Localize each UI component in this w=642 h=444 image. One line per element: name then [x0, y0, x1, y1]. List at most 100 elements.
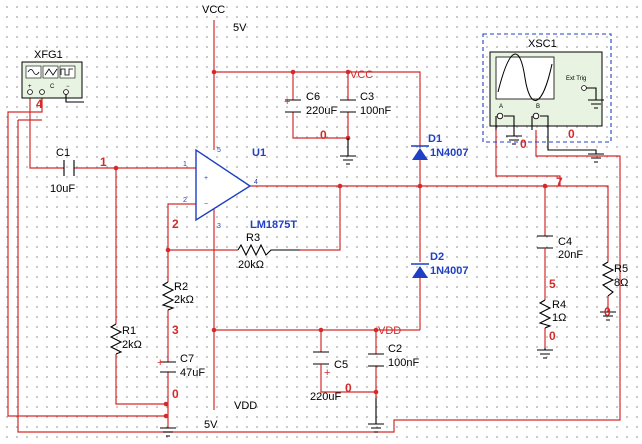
op-amp-u1[interactable]: + − 1 2 3 4 5 U1 LM1875T [183, 147, 297, 231]
svg-text:100nF: 100nF [360, 105, 391, 117]
svg-text:1N4007: 1N4007 [430, 147, 469, 159]
vdd-net-label: VDD [378, 325, 401, 337]
svg-text:Ext Trig: Ext Trig [566, 76, 586, 82]
channel-a-terminal [496, 112, 504, 120]
svg-text:+: + [324, 367, 330, 379]
svg-text:2kΩ: 2kΩ [174, 294, 194, 306]
ground-icon [340, 138, 356, 165]
capacitor-c5[interactable]: + C5 220uF [310, 351, 348, 403]
u1-ref: U1 [252, 147, 266, 159]
vcc-voltage: 5V [233, 22, 247, 34]
svg-text:4: 4 [254, 179, 258, 186]
svg-text:−: − [66, 84, 70, 90]
svg-text:C6: C6 [306, 91, 320, 103]
svg-text:1N4007: 1N4007 [430, 265, 469, 277]
svg-text:7: 7 [556, 175, 563, 189]
svg-text:220uF: 220uF [310, 391, 341, 403]
square-wave-icon [60, 68, 73, 76]
svg-text:1: 1 [183, 161, 187, 168]
svg-text:220uF: 220uF [306, 105, 337, 117]
waveform-icon [497, 53, 553, 101]
svg-text:+: + [204, 175, 208, 182]
svg-text:5: 5 [217, 147, 221, 154]
svg-text:1Ω: 1Ω [552, 312, 566, 324]
u1-part: LM1875T [250, 219, 297, 231]
vdd-voltage: 5V [204, 419, 218, 431]
resistor-r5[interactable]: R5 8Ω [601, 261, 628, 297]
resistor-r1[interactable]: R1 2kΩ [109, 323, 142, 355]
svg-text:0: 0 [568, 127, 575, 141]
resistor-r4[interactable]: R4 1Ω [538, 299, 566, 329]
capacitor-c4[interactable]: C4 20nF [537, 235, 583, 261]
ground-icon [368, 398, 384, 433]
capacitor-c2[interactable]: C2 100nF [368, 343, 419, 369]
svg-text:100nF: 100nF [388, 357, 419, 369]
ground-icon [537, 348, 553, 359]
svg-text:+: + [28, 84, 32, 90]
vcc-rail-label: VCC [202, 4, 225, 16]
svg-text:0: 0 [520, 137, 527, 151]
svg-text:+: + [157, 357, 163, 369]
svg-text:8Ω: 8Ω [614, 277, 628, 289]
vdd-rail-label: VDD [234, 400, 257, 412]
svg-text:R5: R5 [614, 263, 628, 275]
svg-text:C4: C4 [558, 236, 572, 248]
function-generator-xfg1[interactable]: XFG1 + C − [21, 49, 84, 103]
svg-text:20nF: 20nF [558, 249, 583, 261]
diode-d1[interactable]: D1 1N4007 [411, 133, 469, 160]
node-numbers: 4 1 2 3 0 0 0 7 5 0 0 0 0 [36, 97, 611, 401]
xsc1-label: XSC1 [528, 38, 557, 50]
svg-text:0: 0 [345, 381, 352, 395]
svg-text:4: 4 [36, 97, 43, 111]
svg-text:0: 0 [604, 305, 611, 319]
triangle-wave-icon [44, 68, 58, 76]
diode-d2[interactable]: D2 1N4007 [411, 251, 469, 278]
svg-text:R2: R2 [174, 281, 188, 293]
ground-icon [600, 311, 616, 321]
vcc-net-label: VCC [350, 69, 373, 81]
wires [7, 20, 621, 433]
svg-text:0: 0 [320, 128, 327, 142]
svg-text:B: B [536, 104, 540, 110]
svg-text:0: 0 [172, 387, 179, 401]
svg-text:C: C [50, 84, 55, 90]
svg-text:47uF: 47uF [180, 367, 205, 379]
junction-dots [113, 69, 548, 419]
svg-text:3: 3 [172, 323, 179, 337]
svg-text:2kΩ: 2kΩ [122, 339, 142, 351]
capacitor-c1[interactable]: C1 10uF [50, 147, 75, 195]
svg-text:C2: C2 [388, 343, 402, 355]
channel-b-terminal [532, 112, 540, 120]
svg-text:C7: C7 [180, 353, 194, 365]
svg-text:R3: R3 [246, 232, 260, 244]
svg-text:R4: R4 [552, 299, 566, 311]
svg-text:1: 1 [100, 155, 107, 169]
ground-icon [160, 427, 176, 437]
oscilloscope-xsc1[interactable]: XSC1 Ext Trig A B [482, 33, 612, 143]
svg-text:R1: R1 [122, 325, 136, 337]
capacitor-c7[interactable]: + C7 47uF [157, 353, 205, 379]
svg-text:C3: C3 [360, 91, 374, 103]
capacitor-c3[interactable]: C3 100nF [340, 91, 391, 117]
svg-text:2: 2 [183, 197, 187, 204]
svg-text:−: − [204, 201, 208, 208]
resistor-r2[interactable]: R2 2kΩ [161, 281, 194, 311]
svg-text:0: 0 [549, 329, 556, 343]
ground-icon [588, 96, 604, 109]
svg-text:20kΩ: 20kΩ [238, 259, 264, 271]
svg-text:A: A [499, 104, 503, 110]
sine-wave-icon [27, 69, 40, 75]
ground-icon [547, 128, 604, 163]
ground-icon [506, 128, 522, 145]
xfg1-label: XFG1 [34, 49, 63, 61]
svg-text:D1: D1 [428, 133, 442, 145]
svg-text:3: 3 [217, 223, 221, 230]
svg-text:D2: D2 [430, 251, 444, 263]
resistor-r3[interactable]: R3 20kΩ [237, 232, 300, 271]
ground-symbols [160, 96, 616, 437]
capacitor-c6[interactable]: + C6 220uF [284, 91, 337, 117]
svg-text:C1: C1 [56, 147, 70, 159]
svg-text:+: + [284, 96, 290, 108]
svg-text:2: 2 [172, 217, 179, 231]
